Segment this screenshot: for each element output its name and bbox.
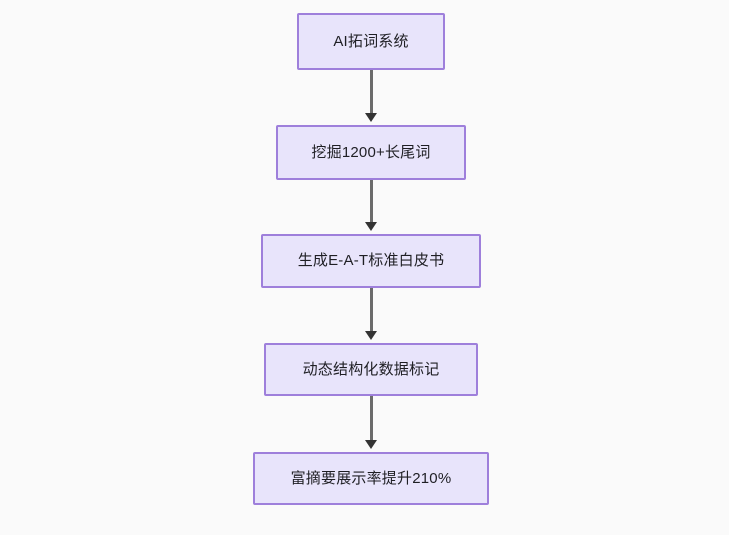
flow-node-rich-snippet-impression-lift[interactable]: 富摘要展示率提升210% bbox=[253, 452, 489, 505]
connector-line-3 bbox=[370, 288, 373, 334]
connector-line-4 bbox=[370, 396, 373, 443]
connector-arrowhead-3 bbox=[365, 331, 377, 340]
connector-arrowhead-2 bbox=[365, 222, 377, 231]
flow-node-label: 动态结构化数据标记 bbox=[302, 360, 440, 378]
flow-node-ai-keyword-system[interactable]: AI拓词系统 bbox=[297, 13, 445, 70]
flow-node-generate-eat-whitepaper[interactable]: 生成E-A-T标准白皮书 bbox=[261, 234, 481, 288]
flow-node-mine-longtail-keywords[interactable]: 挖掘1200+长尾词 bbox=[276, 125, 466, 180]
flow-node-label: 富摘要展示率提升210% bbox=[290, 469, 452, 487]
flow-node-label: 挖掘1200+长尾词 bbox=[311, 143, 431, 161]
flow-node-label: AI拓词系统 bbox=[333, 32, 409, 50]
connector-arrowhead-1 bbox=[365, 113, 377, 122]
connector-arrowhead-4 bbox=[365, 440, 377, 449]
connector-line-1 bbox=[370, 70, 373, 116]
flow-node-label: 生成E-A-T标准白皮书 bbox=[297, 252, 445, 269]
connector-line-2 bbox=[370, 180, 373, 225]
flow-node-dynamic-structured-data-markup[interactable]: 动态结构化数据标记 bbox=[264, 343, 478, 396]
